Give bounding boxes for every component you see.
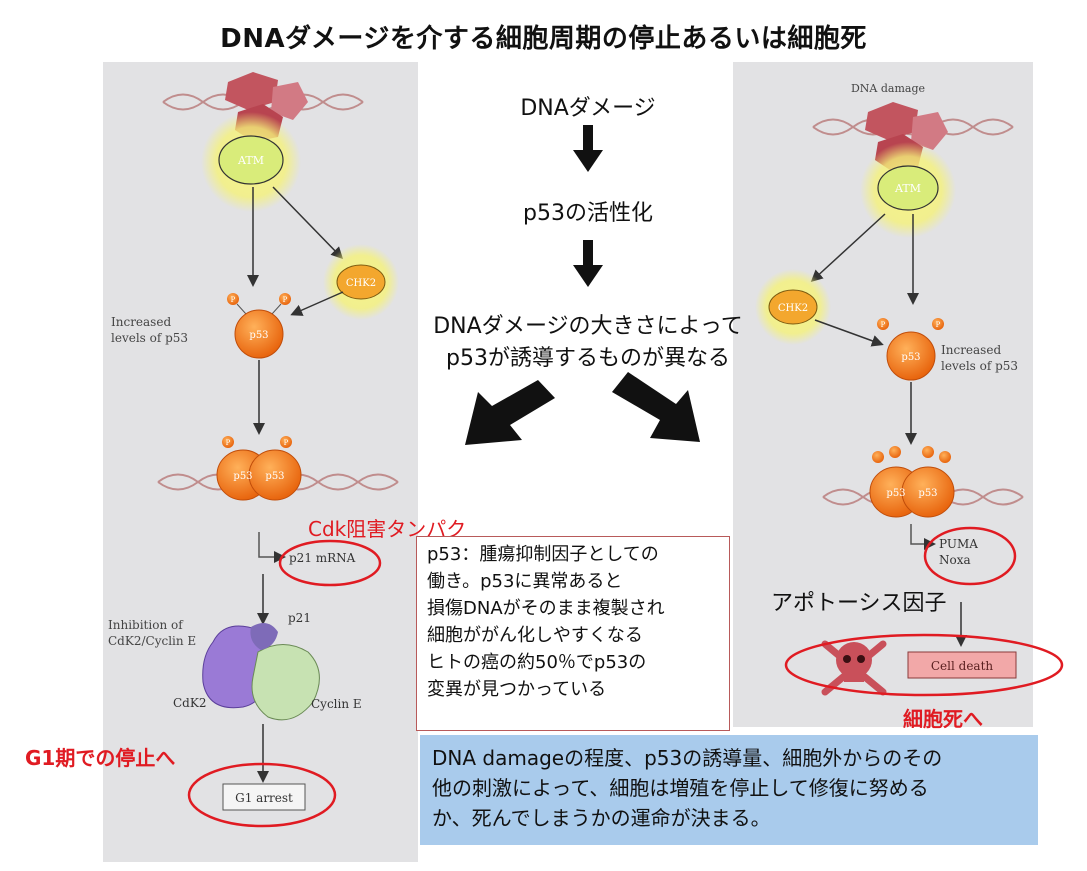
flow-step-damage-size-1: DNAダメージの大きさによって <box>433 314 743 339</box>
svg-text:p53: p53 <box>233 471 252 482</box>
p53-icon <box>248 449 302 501</box>
svg-text:P: P <box>936 321 941 329</box>
skull-icon <box>821 640 887 696</box>
left-p21-label: p21 <box>288 611 311 625</box>
p53-icon <box>234 309 284 359</box>
summary-line: か、死んでしまうかの運命が決まる。 <box>432 806 771 830</box>
right-dna-damage-label: DNA damage <box>851 82 925 95</box>
page-title: DNAダメージを介する細胞周期の停止あるいは細胞死 <box>220 24 867 54</box>
left-increased-label-2: levels of p53 <box>111 331 188 345</box>
left-inhibition-label-2: CdK2/Cyclin E <box>108 634 196 648</box>
summary-line: DNA damageの程度、p53の誘導量、細胞外からのその <box>432 746 943 770</box>
atm-icon <box>877 165 939 211</box>
svg-text:p53: p53 <box>265 471 284 482</box>
right-noxa-label: Noxa <box>939 553 971 567</box>
right-increased-label-2: levels of p53 <box>941 359 1018 373</box>
right-puma-label: PUMA <box>939 537 978 551</box>
to-cell-death-annotation: 細胞死へ <box>903 707 983 731</box>
flow-arrows <box>465 125 700 445</box>
g1-arrest-highlight-ellipse <box>187 762 337 828</box>
info-line: 細胞ががん化しやすくなる <box>427 625 643 646</box>
p53-icon <box>886 331 936 381</box>
cyclin-e-icon <box>251 644 320 721</box>
info-line: 損傷DNAがそのまま複製され <box>427 598 665 619</box>
p21-highlight-ellipse <box>278 539 382 587</box>
chk2-icon <box>768 289 818 325</box>
right-increased-label-1: Increased <box>941 343 1001 357</box>
left-g1-arrest-label: G1 arrest <box>235 791 293 805</box>
svg-text:P: P <box>283 296 288 304</box>
apoptosis-factor-annotation: アポトーシス因子 <box>771 591 947 616</box>
chk2-icon <box>336 264 386 300</box>
p21-protein-icon <box>250 623 278 650</box>
info-line: ヒトの癌の約50％でp53の <box>427 652 647 673</box>
summary-box: DNA damageの程度、p53の誘導量、細胞外からのその 他の刺激によって、… <box>420 735 1038 845</box>
svg-text:P: P <box>226 439 231 447</box>
left-increased-label-1: Increased <box>111 315 171 329</box>
right-atm-label: ATM <box>894 182 921 195</box>
left-p53-label: p53 <box>249 330 268 341</box>
summary-line: 他の刺激によって、細胞は増殖を停止して修復に努める <box>432 776 929 800</box>
p53-icon <box>901 466 955 518</box>
svg-text:P: P <box>284 439 289 447</box>
svg-text:p53: p53 <box>886 488 905 499</box>
right-chk2-label: CHK2 <box>778 303 808 314</box>
g1-stop-annotation: G1期での停止へ <box>25 746 176 770</box>
left-chk2-label: CHK2 <box>346 278 376 289</box>
puma-noxa-highlight-ellipse <box>923 526 1017 586</box>
svg-text:P: P <box>881 321 886 329</box>
g1-arrest-box <box>222 783 306 811</box>
right-p53-label: p53 <box>901 352 920 363</box>
flow-step-dna-damage: DNAダメージ <box>520 96 656 121</box>
atm-icon <box>218 135 284 185</box>
left-inhibition-label-1: Inhibition of <box>108 618 184 632</box>
info-line: 働き。p53に異常あると <box>427 571 623 592</box>
phosphate-icon <box>279 293 291 305</box>
cell-death-highlight-ellipse <box>784 633 1064 697</box>
left-p21-mrna-label: p21 mRNA <box>289 551 356 565</box>
arrow-down-right-icon <box>612 372 700 442</box>
left-cdk2-label: CdK2 <box>173 696 206 710</box>
phosphate-icon <box>227 293 239 305</box>
arrow-down-left-icon <box>465 380 555 445</box>
cell-death-box <box>907 651 1017 679</box>
flow-step-p53-activation: p53の活性化 <box>523 201 653 226</box>
svg-text:p53: p53 <box>918 488 937 499</box>
svg-text:P: P <box>231 296 236 304</box>
p53-info-box: p53：腫瘍抑制因子としての 働き。p53に異常あると 損傷DNAがそのまま複製… <box>416 536 730 731</box>
left-atm-label: ATM <box>237 154 264 167</box>
left-cyclin-e-label: Cyclin E <box>311 697 362 711</box>
right-cell-death-label: Cell death <box>931 659 994 673</box>
flow-step-damage-size-2: p53が誘導するものが異なる <box>446 346 730 371</box>
info-line: p53：腫瘍抑制因子としての <box>427 544 659 565</box>
left-pathway-diagram: ATM CHK2 P P p53 Increased levels of p53… <box>108 72 399 811</box>
info-line: 変異が見つかっている <box>427 679 607 700</box>
